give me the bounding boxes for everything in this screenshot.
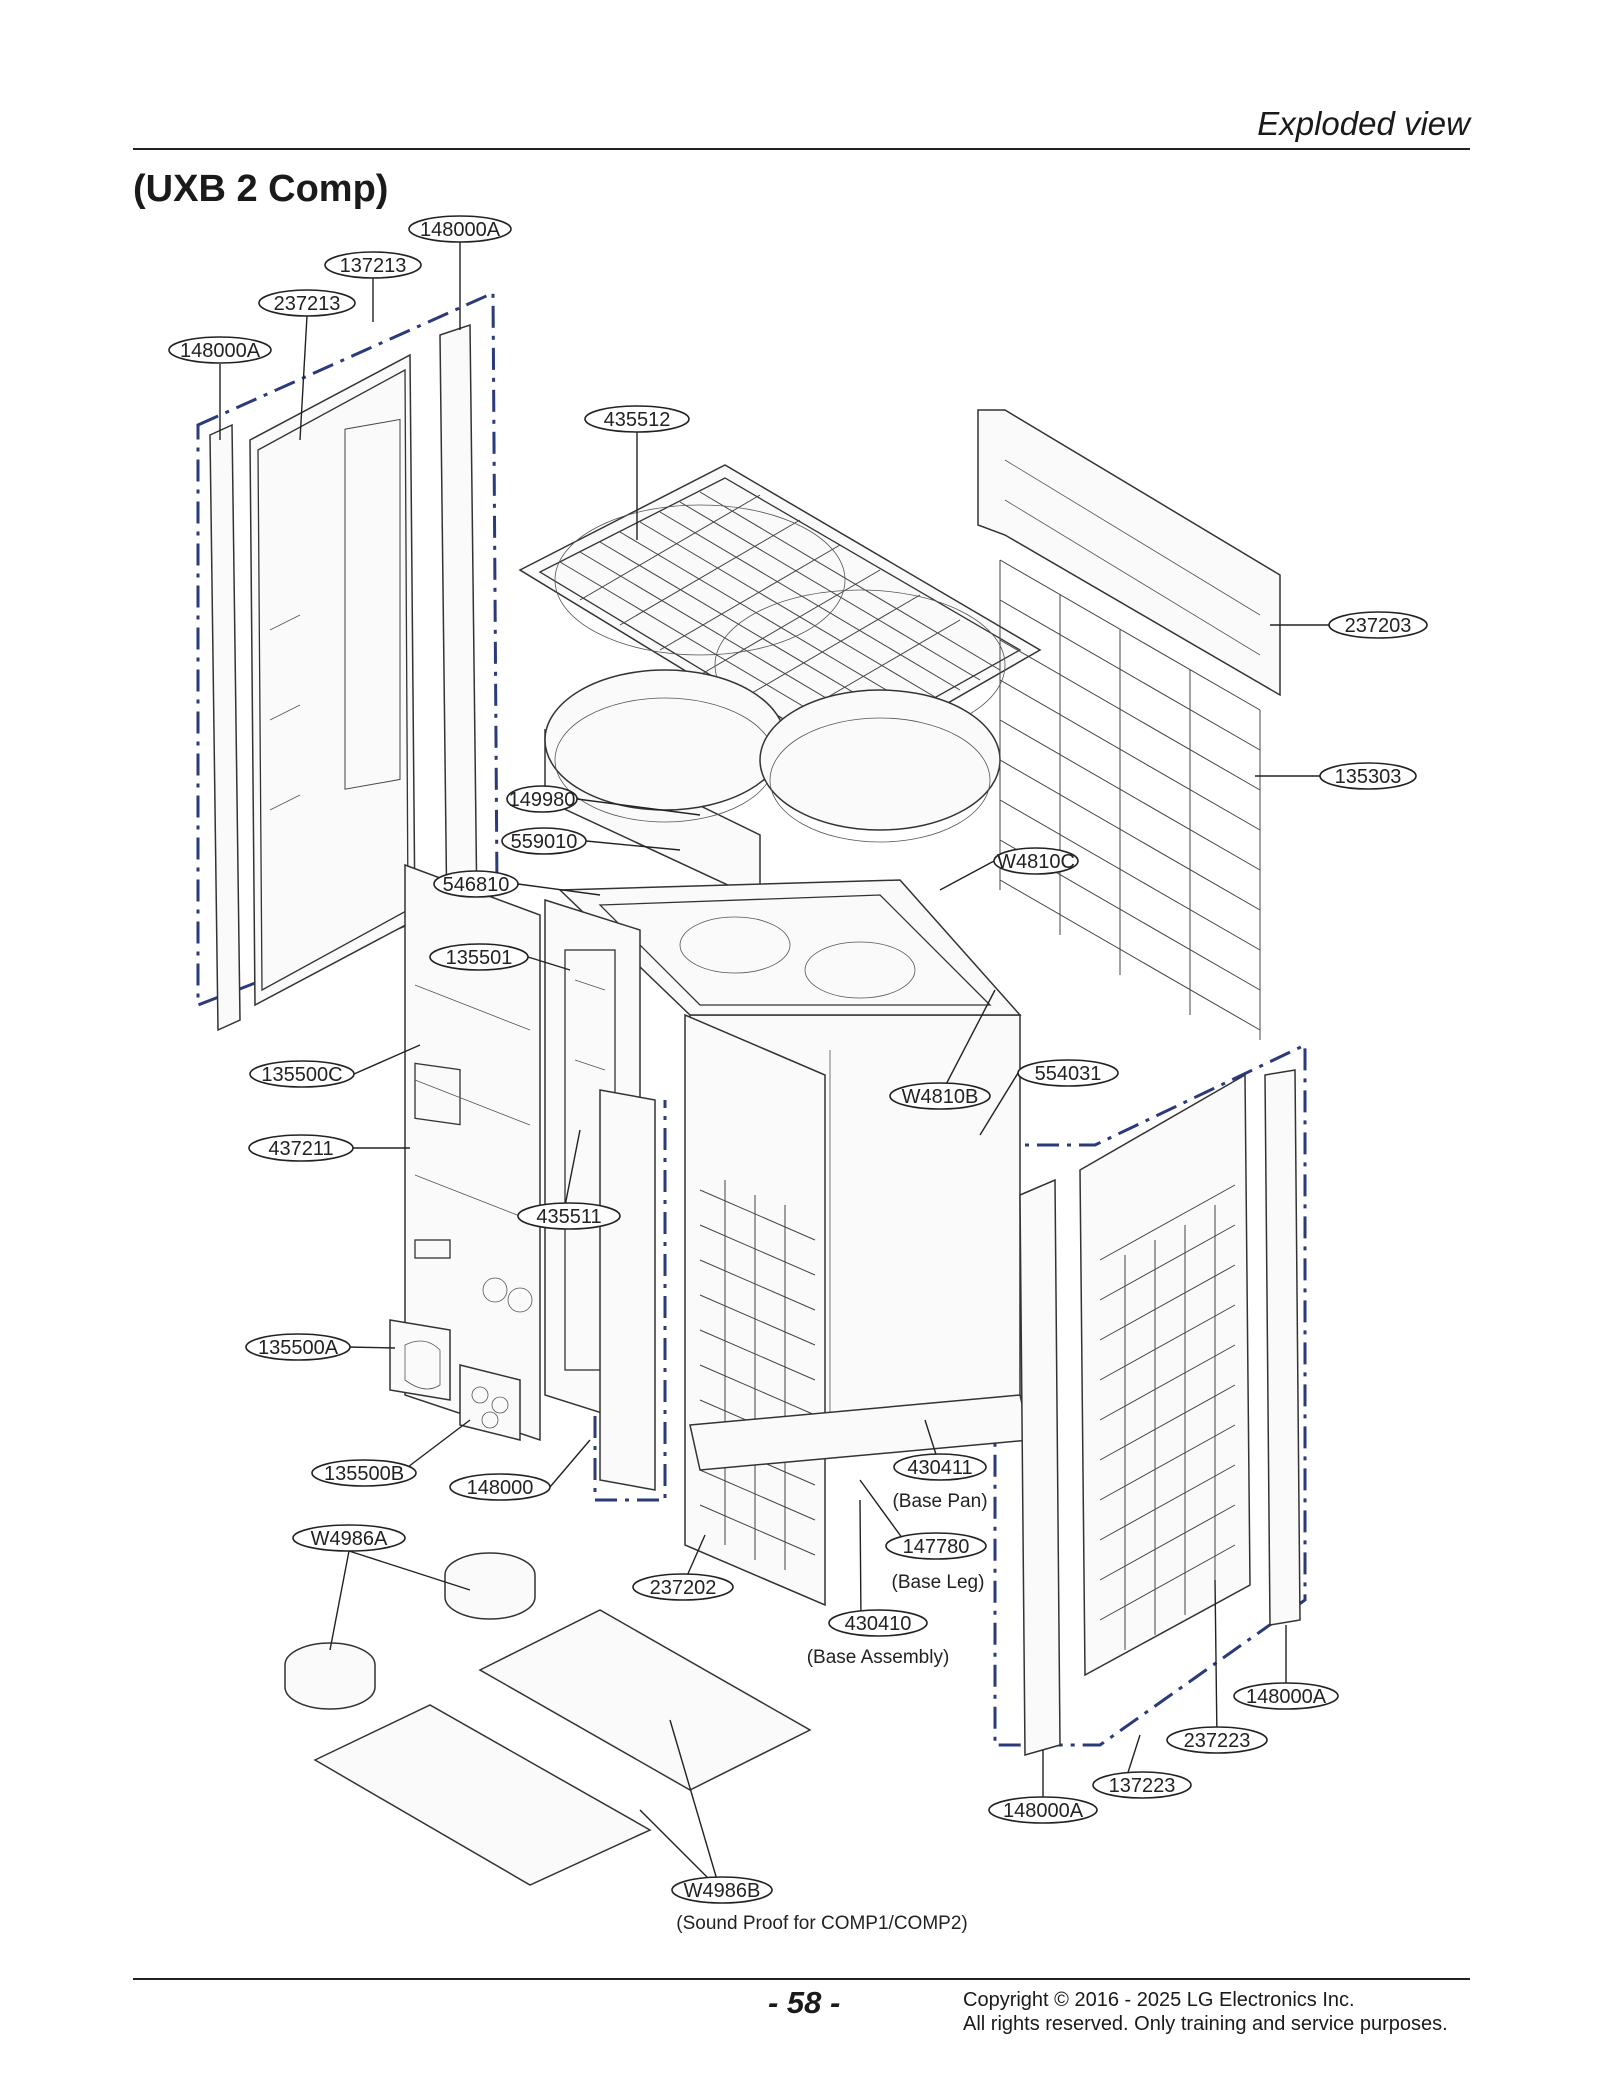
service-cover-a [389,1319,451,1401]
leader-lines [219,241,1329,1891]
caption-base-pan: (Base Pan) [892,1491,987,1512]
callout-135500C: 135500C [249,1060,355,1088]
svg-text:135501: 135501 [446,947,513,969]
header-title: Exploded view [1257,105,1470,142]
svg-text:W4810C: W4810C [997,851,1075,873]
copyright-line-1: Copyright © 2016 - 2025 LG Electronics I… [963,1989,1355,2011]
svg-text:554031: 554031 [1035,1063,1102,1085]
callout-430410: 430410 [828,1609,928,1637]
rear-top-panel [977,409,1281,697]
callout-W4810C: W4810C [993,847,1079,875]
svg-text:148000A: 148000A [420,219,501,241]
svg-text:559010: 559010 [511,831,578,853]
sound-proof-comp1 [284,1552,536,1710]
callout-437211: 437211 [248,1134,354,1162]
page-number: - 58 - [768,1985,841,2020]
callout-148000: 148000 [449,1473,551,1501]
section-title: (UXB 2 Comp) [133,168,389,210]
callout-435512: 435512 [584,405,690,433]
callout-135500A: 135500A [245,1333,351,1361]
svg-text:135500B: 135500B [324,1463,404,1485]
callout-137223: 137223 [1092,1771,1192,1799]
svg-text:237202: 237202 [650,1577,717,1599]
callout-430411: 430411 [893,1453,987,1481]
svg-text:237213: 237213 [274,293,341,315]
svg-text:147780: 147780 [903,1536,970,1558]
right-side-panel-assembly [1019,1069,1301,1756]
svg-text:430410: 430410 [845,1613,912,1635]
svg-text:430411: 430411 [907,1457,972,1479]
svg-text:137213: 137213 [340,255,407,277]
right-side-panel-group-outline [993,1042,1307,1747]
heat-exchanger-coil [999,559,1261,1040]
svg-text:148000: 148000 [467,1477,534,1499]
callout-W4810B: W4810B [889,1082,991,1110]
svg-text:135303: 135303 [1335,766,1402,788]
svg-text:435511: 435511 [536,1206,601,1228]
svg-text:W4986A: W4986A [311,1528,388,1550]
callout-W4986A: W4986A [292,1524,406,1552]
svg-text:148000A: 148000A [1246,1686,1327,1708]
callout-148000A-bottom: 148000A [988,1796,1098,1824]
svg-text:W4986B: W4986B [684,1880,761,1902]
copyright-notice: Copyright © 2016 - 2025 LG Electronics I… [963,1988,1448,2036]
svg-text:148000A: 148000A [1003,1800,1084,1822]
svg-text:149980: 149980 [509,789,576,811]
service-cover-b [459,1364,521,1441]
copyright-line-2: All rights reserved. Only training and s… [963,2013,1448,2035]
svg-text:148000A: 148000A [180,340,261,362]
header-divider [133,148,1470,150]
svg-text:137223: 137223 [1109,1775,1176,1797]
callout-148000A-left: 148000A [168,336,272,364]
sound-proof-sheets [313,1609,812,1886]
left-side-panel-assembly [209,323,479,1032]
svg-text:W4810B: W4810B [902,1086,979,1108]
svg-text:135500A: 135500A [258,1337,339,1359]
footer-divider [133,1978,1470,1980]
front-left-panel [404,863,541,1442]
svg-text:437211: 437211 [268,1138,333,1160]
callout-W4986B: W4986B [671,1876,773,1904]
callout-559010: 559010 [501,827,587,855]
svg-text:435512: 435512 [604,409,671,431]
svg-text:237203: 237203 [1345,615,1412,637]
svg-text:237223: 237223 [1184,1730,1251,1752]
svg-text:546810: 546810 [443,874,510,896]
center-partition [599,1089,656,1491]
fan-shrouds [544,669,1001,902]
front-right-panel [684,1013,826,1607]
callout-237203: 237203 [1328,611,1428,639]
callout-546810: 546810 [433,870,519,898]
callout-149980: 149980 [506,785,578,813]
callout-237223: 237223 [1166,1726,1268,1754]
callout-135501: 135501 [429,943,529,971]
left-side-panel-group-outline [196,290,499,1008]
svg-text:135500C: 135500C [261,1064,342,1086]
callout-147780: 147780 [885,1532,987,1560]
callout-237202: 237202 [632,1573,734,1601]
callout-137213: 137213 [324,251,422,279]
caption-base-leg: (Base Leg) [892,1572,985,1593]
callout-435511: 435511 [517,1202,621,1230]
caption-sound-proof: (Sound Proof for COMP1/COMP2) [676,1913,967,1934]
callout-135303: 135303 [1319,762,1417,790]
callout-148000A-top: 148000A [408,215,512,243]
callout-135500B: 135500B [311,1459,417,1487]
callout-554031: 554031 [1017,1059,1119,1087]
callout-237213: 237213 [258,289,356,317]
caption-base-assembly: (Base Assembly) [807,1647,950,1668]
callout-148000A-right: 148000A [1233,1682,1339,1710]
